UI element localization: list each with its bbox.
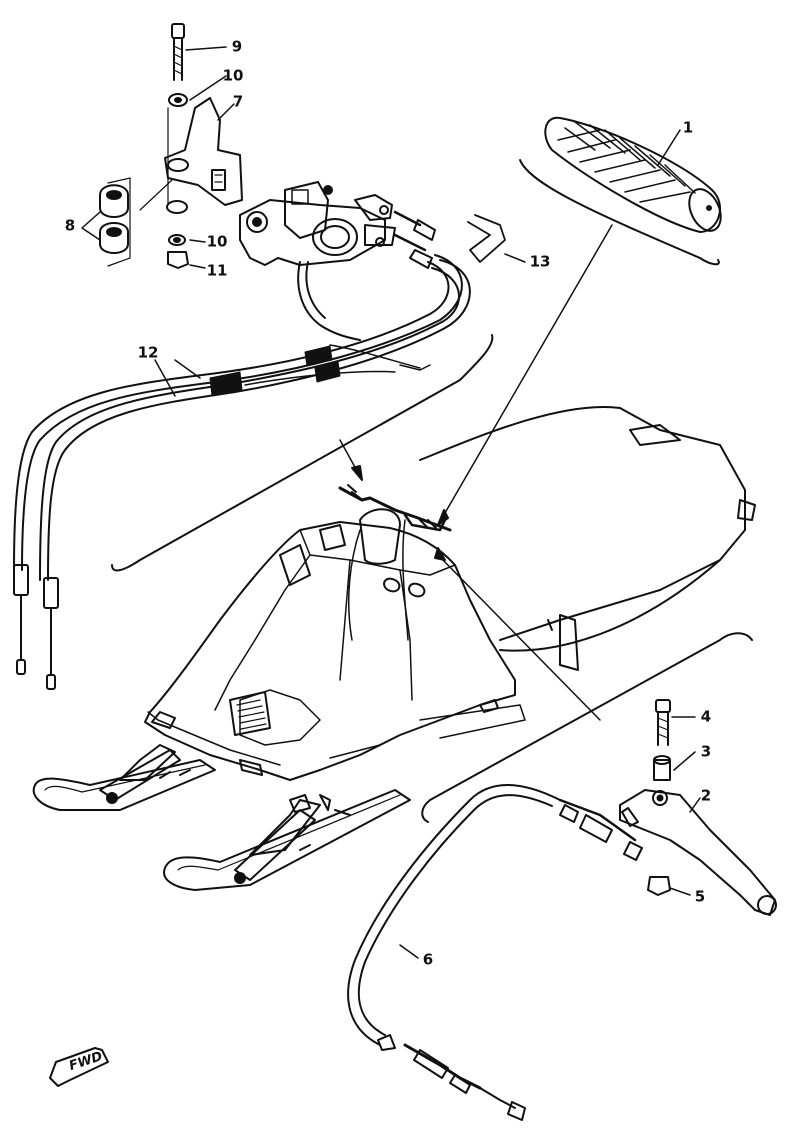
brake-cable <box>347 784 561 1121</box>
callout-5: 5 <box>694 887 706 906</box>
callout-9: 9 <box>231 37 243 56</box>
callout-8: 8 <box>64 216 76 235</box>
callout-2: 2 <box>700 786 712 805</box>
throttle-assembly <box>99 23 436 269</box>
callout-12: 12 <box>137 343 159 362</box>
callout-leaders <box>81 46 701 959</box>
throttle-cables <box>13 254 471 690</box>
callout-10-upper: 10 <box>222 66 244 85</box>
callout-1: 1 <box>682 118 694 137</box>
callout-7: 7 <box>232 92 244 111</box>
handle-grip <box>544 116 722 233</box>
callout-10-lower: 10 <box>206 232 228 251</box>
cable-bracket <box>111 334 494 572</box>
callout-6: 6 <box>422 950 434 969</box>
retaining-clip <box>467 214 506 263</box>
callout-11: 11 <box>206 261 228 280</box>
grip-bracket <box>519 159 720 266</box>
grip-leader <box>437 224 613 526</box>
callout-13: 13 <box>529 252 551 271</box>
brake-bracket <box>421 632 753 823</box>
fwd-label: FWD <box>67 1048 105 1074</box>
callout-3: 3 <box>700 742 712 761</box>
housing-wire <box>297 261 361 341</box>
brake-lever-assembly <box>558 699 777 916</box>
fwd-arrow <box>49 1047 109 1087</box>
callout-4: 4 <box>700 707 712 726</box>
snowmobile <box>32 406 756 891</box>
